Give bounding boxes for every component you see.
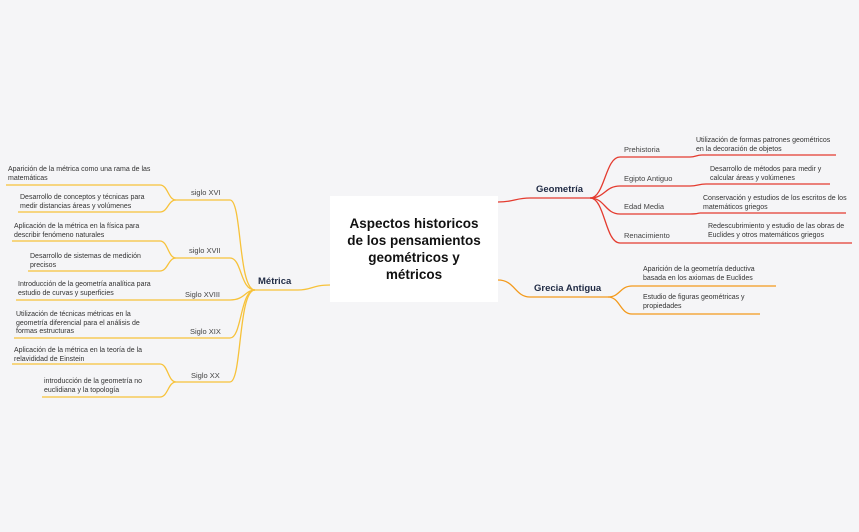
central-topic[interactable]: Aspectos historicos de los pensamientos …: [330, 196, 498, 302]
subtopic-renacimiento[interactable]: Renacimiento: [624, 231, 670, 240]
leaf-metrica-xvii-1[interactable]: Aplicación de la métrica en la física pa…: [14, 223, 140, 239]
subtopic-siglo-xvi[interactable]: siglo XVI: [191, 188, 221, 197]
leaf-metrica-xvi-2[interactable]: Desarrollo de conceptos y técnicas para …: [20, 194, 145, 210]
central-topic-title: Aspectos historicos de los pensamientos …: [347, 216, 481, 282]
leaf-grecia-2[interactable]: Estudio de figuras geométricas y propied…: [643, 294, 745, 310]
leaf-metrica-xix-1[interactable]: Utilización de técnicas métricas en la g…: [16, 311, 140, 336]
leaf-geometria-edad-media[interactable]: Conservación y estudios de los escritos …: [703, 195, 847, 211]
leaf-geometria-prehistoria[interactable]: Utilización de formas patrones geométric…: [696, 137, 831, 153]
subtopic-egipto-antiguo[interactable]: Egipto Antiguo: [624, 174, 673, 183]
topic-grecia-antigua[interactable]: Grecia Antigua: [534, 283, 602, 294]
leaf-metrica-xx-2[interactable]: introducción de la geometría no euclidia…: [44, 378, 143, 394]
topic-metrica[interactable]: Métrica: [258, 276, 292, 287]
geometria-connectors: [497, 154, 852, 244]
leaf-metrica-xviii-1[interactable]: Introducción de la geometría analítica p…: [18, 281, 151, 297]
leaf-geometria-renacimiento[interactable]: Redescubrimiento y estudio de las obras …: [708, 223, 845, 239]
leaf-metrica-xvii-2[interactable]: Desarrollo de sistemas de medición preci…: [30, 253, 141, 269]
subtopic-siglo-xix[interactable]: Siglo XIX: [190, 327, 221, 336]
leaf-metrica-xx-1[interactable]: Aplicación de la métrica en la teoría de…: [14, 347, 143, 363]
subtopic-edad-media[interactable]: Edad Media: [624, 202, 665, 211]
topic-geometria[interactable]: Geometría: [536, 184, 583, 195]
subtopic-siglo-xx[interactable]: Siglo XX: [191, 371, 220, 380]
subtopic-siglo-xviii[interactable]: Siglo XVIII: [185, 290, 221, 299]
subtopic-siglo-xvii[interactable]: siglo XVII: [189, 246, 221, 255]
leaf-metrica-xvi-1[interactable]: Aparición de la métrica como una rama de…: [8, 166, 151, 182]
metrica-connectors: [6, 184, 331, 398]
grecia-connectors: [497, 279, 776, 315]
subtopic-prehistoria[interactable]: Prehistoria: [624, 145, 660, 154]
leaf-geometria-egipto[interactable]: Desarrollo de métodos para medir y calcu…: [710, 166, 822, 182]
leaf-grecia-1[interactable]: Aparición de la geometría deductiva basa…: [643, 266, 755, 282]
